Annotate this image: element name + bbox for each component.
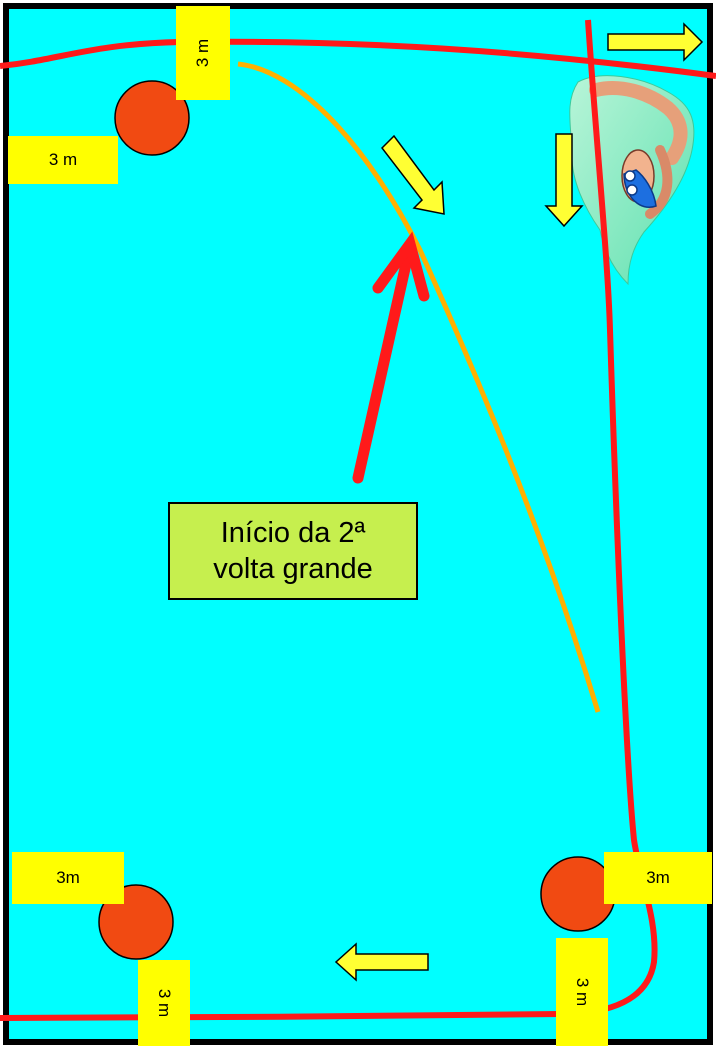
direction-arrow-icon xyxy=(334,942,429,982)
distance-label: 3 m xyxy=(556,938,608,1046)
distance-label: 3 m xyxy=(138,960,190,1046)
direction-arrow-icon xyxy=(607,22,704,62)
distance-label: 3m xyxy=(12,852,124,904)
route-line xyxy=(0,38,716,79)
callout-line-2: volta grande xyxy=(213,553,373,585)
direction-arrow-icon xyxy=(381,134,445,215)
distance-label: 3 m xyxy=(8,136,118,184)
direction-arrow-icon xyxy=(544,133,584,228)
buoy-icon xyxy=(114,80,190,156)
callout-line-1: Início da 2ª xyxy=(220,517,366,549)
start-second-lap-callout: Início da 2ª volta grande xyxy=(168,502,418,600)
swimmer-icon xyxy=(569,75,695,286)
second-lap-path xyxy=(237,61,601,713)
distance-label: 3 m xyxy=(176,6,230,100)
distance-label: 3m xyxy=(604,852,712,904)
pointer-arrow xyxy=(352,231,430,484)
